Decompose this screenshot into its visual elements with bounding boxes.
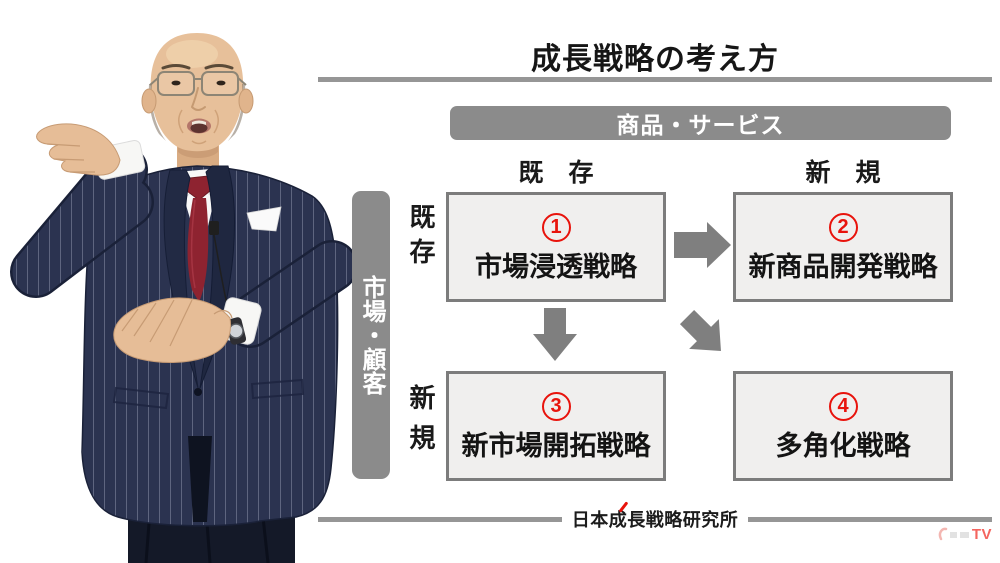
product-axis-header: 商品・サービス: [450, 106, 951, 140]
presenter-tie: [186, 175, 212, 302]
product-axis-label: 商品・サービス: [616, 112, 785, 138]
quadrant-label: 多角化戦略: [775, 430, 911, 461]
watermark-tv-label: TV: [971, 525, 992, 543]
quadrant-label: 新商品開発戦略: [748, 251, 938, 282]
channel-watermark: TV: [930, 524, 992, 544]
presenter-left-arm: [10, 123, 154, 298]
slide-title: 成長戦略の考え方: [531, 43, 779, 76]
footer-rule-right: [748, 516, 992, 522]
quadrant-label: 新市場開拓戦略: [461, 430, 651, 461]
market-axis-label: 市場・顧客: [358, 275, 385, 395]
quadrant-new-market-development: 3 新市場開拓戦略: [446, 371, 666, 481]
quadrant-number-badge: 4: [828, 391, 858, 421]
quadrant-number-badge: 1: [541, 212, 571, 242]
presenter-head: [141, 33, 254, 152]
quadrant-new-product-development: 2 新商品開発戦略: [733, 192, 953, 302]
quadrant-label: 市場浸透戦略: [475, 251, 637, 282]
footer-rule-left: [318, 516, 562, 522]
quadrant-market-penetration: 1 市場浸透戦略: [446, 192, 666, 302]
market-axis-bar: 市場・顧客: [352, 191, 390, 479]
market-row-new: 新規: [406, 384, 436, 464]
market-row-existing: 既存: [406, 203, 436, 273]
product-col-existing: 既 存: [518, 159, 594, 187]
presenter-right-arm: [113, 240, 358, 364]
pocket-square: [246, 206, 282, 232]
arrow-down-icon: [532, 308, 578, 362]
quadrant-number-badge: 3: [541, 391, 571, 421]
footer-organization: 日本成長戦略研究所: [571, 510, 739, 530]
footer-divider: 日本成長戦略研究所: [318, 505, 992, 533]
quadrant-diversification: 4 多角化戦略: [733, 371, 953, 481]
title-underline: [318, 77, 992, 82]
arrow-right-icon: [674, 221, 732, 269]
product-col-new: 新 規: [805, 159, 881, 187]
watermark-smudge: [938, 527, 969, 541]
quadrant-number-badge: 2: [828, 212, 858, 242]
arrow-diagonal-icon: [676, 306, 732, 362]
presenter-photo: [10, 33, 358, 563]
